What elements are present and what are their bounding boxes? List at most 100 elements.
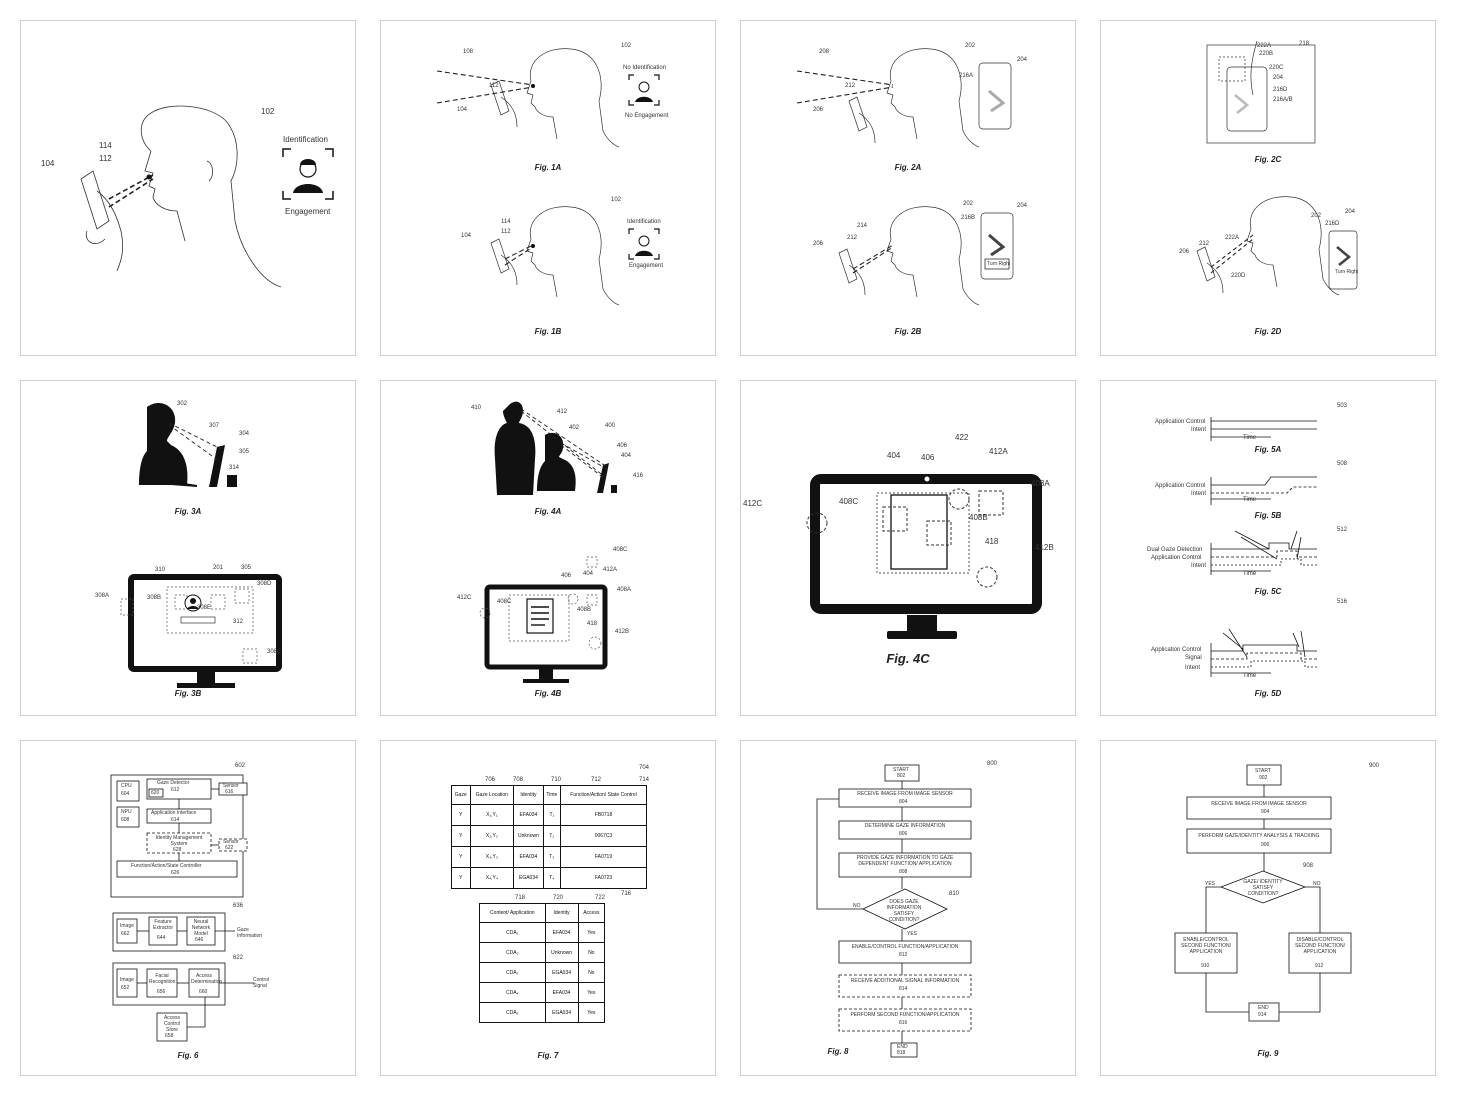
block-sensor-2-num: 622 [225, 845, 234, 851]
block-image-2: Image [120, 977, 134, 983]
col-header: Gaze [451, 785, 471, 805]
panel-fig-9[interactable]: 900 START 902 RECEIVE IMAGE FROM IMAGE S… [1100, 740, 1436, 1076]
label-5d-signal: Signal [1185, 655, 1202, 661]
table-cell: Yes [577, 1002, 606, 1023]
ref-602: 602 [235, 763, 246, 769]
label-5b-time: Time [1243, 497, 1257, 503]
turn-right-2b: Turn Right [987, 261, 1011, 267]
block-access-store: Access Control Store [163, 1015, 181, 1033]
caption-fig-6: Fig. 6 [177, 1051, 199, 1060]
ref-516: 516 [1337, 599, 1348, 605]
ref-716: 716 [621, 891, 632, 897]
ref-204-bottom: 204 [1017, 203, 1028, 209]
table-cell: T₁ [542, 804, 561, 826]
ref-222a-top: 222A [1257, 43, 1272, 49]
table-cell: T₂ [542, 825, 561, 847]
ref-220b: 220B [1259, 51, 1274, 57]
panel-fig-3a-3b[interactable]: 302 307 304 305 314 Fig. 3A 310 201 305 … [20, 380, 356, 716]
flow9-start: START [1255, 768, 1271, 774]
ref-406-4b: 406 [561, 573, 572, 579]
panel-fig-2a-2b[interactable]: 208 212 202 204 216A 206 Fig. 2A 202 204… [740, 20, 1076, 356]
table-cell: T₄ [542, 867, 561, 889]
caption-fig-1b: Fig. 1B [534, 327, 562, 336]
fig-2a-2b-drawing [796, 48, 1014, 306]
panel-fig-4a-4b[interactable]: 410 412 402 400 406 404 416 Fig. 4A 408C… [380, 380, 716, 716]
fig-6-block-diagram [110, 774, 255, 1042]
block-controller-num: 626 [171, 870, 180, 876]
block-identity: Identity Management System [155, 835, 203, 847]
caption-fig-2a: Fig. 2A [894, 163, 922, 172]
block-gaze-sub: 620 [151, 790, 160, 796]
block-gaze-info: Gaze Information [237, 927, 263, 939]
flow-yes: YES [907, 931, 918, 937]
ref-302: 302 [177, 401, 188, 407]
table-cell: CDA₅ [479, 1002, 546, 1023]
fig-4c-drawing [806, 474, 1042, 639]
flow-step-receive: RECEIVE IMAGE FROM IMAGE SENSOR [857, 791, 953, 797]
ref-900: 900 [1369, 763, 1380, 769]
col-header: Access [577, 903, 606, 923]
panel-fig-6[interactable]: 602 CPU 604 NPU 608 Gaze Detector 612 62… [20, 740, 356, 1076]
caption-fig-8: Fig. 8 [827, 1047, 849, 1056]
caption-fig-5c: Fig. 5C [1254, 587, 1282, 596]
ref-422: 422 [955, 433, 969, 442]
table-content-access: Content/ Application Identity Access CDA… [479, 903, 606, 1023]
table-cell: FA0723 [559, 867, 648, 889]
caption-fig-3a: Fig. 3A [174, 507, 202, 516]
table-cell: X₂,Y₂ [469, 825, 515, 847]
fig-1a-1b-drawing [436, 48, 660, 306]
flow9-step-receive-num: 904 [1261, 809, 1270, 815]
block-gaze-detector: Gaze Detector [157, 780, 190, 786]
col-header: Gaze Location [469, 785, 515, 805]
block-image-1-num: 662 [121, 931, 130, 937]
col-header: Function/Action/ State Control [559, 785, 648, 805]
fig-9-flowchart [1174, 764, 1352, 1022]
ref-308c: 308C [267, 649, 282, 655]
panel-fig-4c[interactable]: 404 406 422 412A 412C 408C 408A 408B 418… [740, 380, 1076, 716]
flow9-decision-num: 908 [1303, 863, 1314, 869]
panel-fig-1-overview[interactable]: 102 104 112 114 Identification Engagemen… [20, 20, 356, 356]
flow9-step-disable-num: 912 [1315, 963, 1324, 969]
ref-410: 410 [471, 405, 482, 411]
panel-fig-8[interactable]: 800 START 802 RECEIVE IMAGE FROM IMAGE S… [740, 740, 1076, 1076]
label-5d-time: Time [1243, 673, 1257, 679]
fig-5-timing-drawing [1210, 417, 1317, 677]
ref-218: 218 [1299, 41, 1310, 47]
table-row: Y X₄,Y₄ EGA034 T₄ FA0723 [451, 867, 648, 889]
caption-fig-5d: Fig. 5D [1254, 689, 1282, 698]
ref-114-bottom: 114 [501, 219, 511, 225]
ref-402: 402 [569, 425, 580, 431]
flow-decision: DOES GAZE INFORMATION SATISFY CONDITION? [886, 899, 922, 923]
caption-fig-4a: Fig. 4A [534, 507, 562, 516]
caption-fig-7: Fig. 7 [537, 1051, 559, 1060]
ref-204-2d: 204 [1345, 209, 1356, 215]
ref-408c-top: 408C [613, 547, 628, 553]
flow9-no: NO [1313, 881, 1321, 887]
table-cell: X₁,Y₁ [469, 804, 515, 826]
panel-fig-7[interactable]: 704 706 708 710 712 714 Gaze Gaze Locati… [380, 740, 716, 1076]
flow9-decision: GAZE/ IDENTITY SATISFY CONDITION? [1243, 879, 1283, 897]
panel-fig-2c-2d[interactable]: 222A 218 220B 220C 204 216D 216A/B Fig. … [1100, 20, 1436, 356]
turn-right-2d: Turn Right [1335, 269, 1359, 275]
ref-412c-4c: 412C [743, 499, 763, 508]
block-control-signal: Control Signal [253, 977, 270, 989]
ref-710: 710 [551, 777, 562, 783]
table-cell: Yes [577, 982, 606, 1003]
table-cell: Yes [577, 922, 606, 943]
block-feature-num: 644 [157, 935, 166, 941]
ref-503: 503 [1337, 403, 1348, 409]
block-npu: NPU [121, 809, 132, 815]
ref-216b: 216B [961, 215, 976, 221]
table-gaze-function: Gaze Gaze Location Identity Time Functio… [451, 785, 648, 889]
caption-fig-5a: Fig. 5A [1254, 445, 1282, 454]
table-cell: Y [451, 846, 471, 868]
col-header: Time [542, 785, 561, 805]
caption-fig-2b: Fig. 2B [894, 327, 922, 336]
ref-307: 307 [209, 423, 220, 429]
panel-fig-5[interactable]: 503 Application Control Intent Time Fig.… [1100, 380, 1436, 716]
panel-fig-1a-1b[interactable]: 108 102 112 104 No Identification No Eng… [380, 20, 716, 356]
ref-202-2d: 202 [1311, 213, 1322, 219]
table-cell: EFA034 [544, 922, 579, 943]
ref-408a-4c: 408A [1031, 479, 1050, 488]
